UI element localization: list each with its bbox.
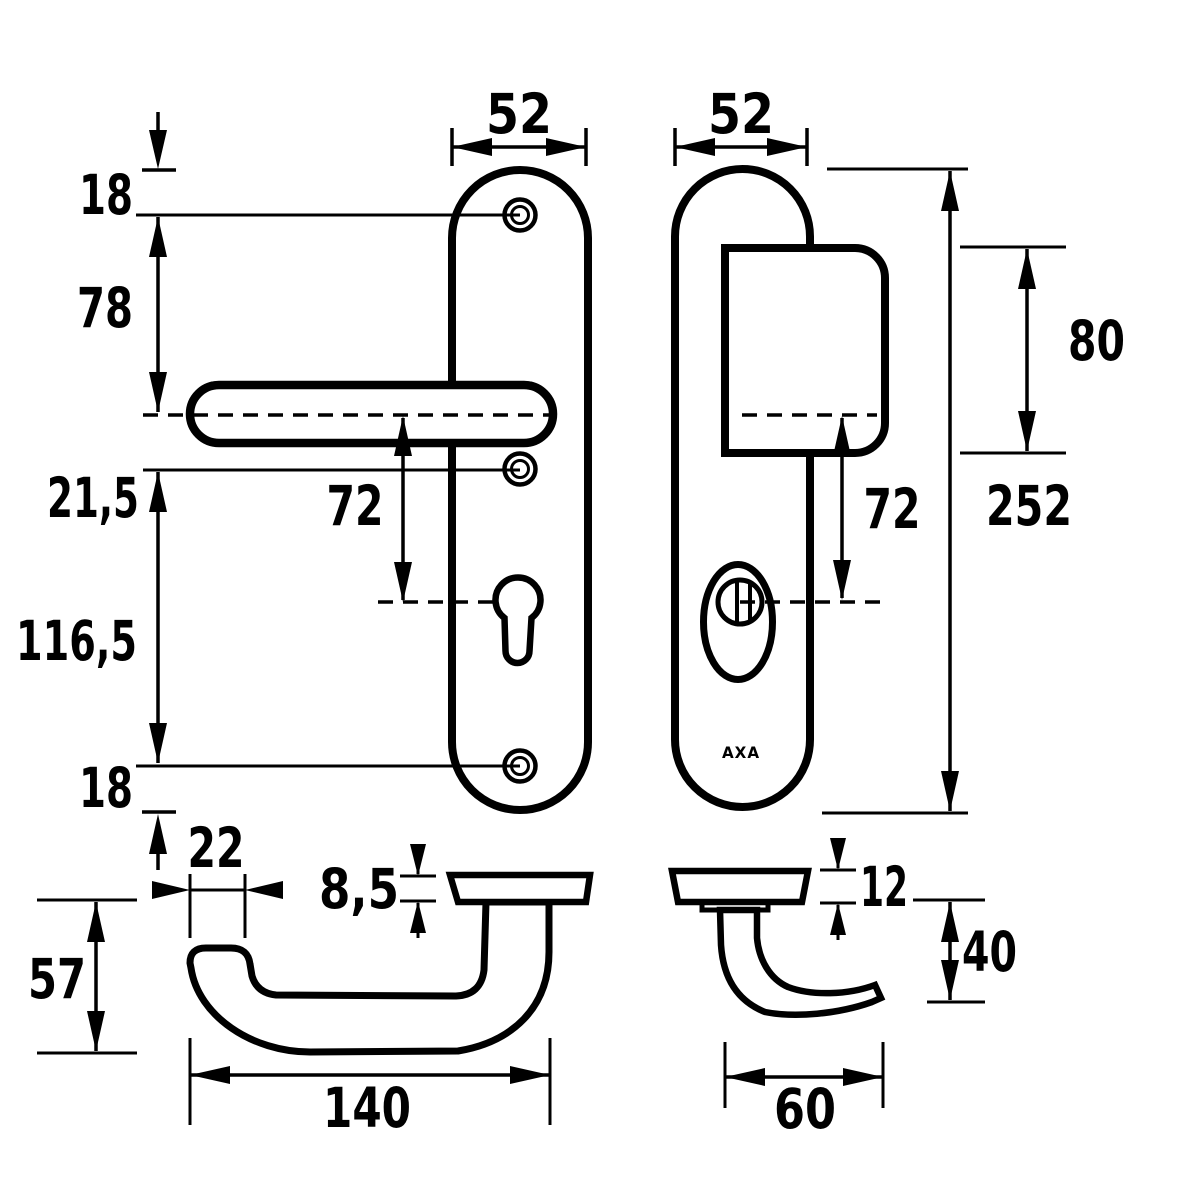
arrowhead-down	[149, 723, 167, 763]
arrowhead-down	[941, 771, 959, 811]
dim-label-80: 80	[1068, 309, 1125, 373]
arrowhead-right	[546, 138, 586, 156]
axa-logo-text: AXA	[722, 743, 760, 762]
arrowhead-left	[452, 138, 492, 156]
dim-label-140: 140	[323, 1076, 411, 1140]
shield-rose-profile	[668, 867, 812, 906]
arrowhead-down	[394, 562, 412, 602]
side-view-security-rose	[668, 867, 886, 1018]
dim-label-72: 72	[864, 477, 921, 541]
dim-label-40: 40	[962, 920, 1017, 984]
arrowhead-down	[149, 130, 167, 169]
dim-label-width: 52	[708, 82, 774, 146]
dimension-60: 60	[723, 1042, 885, 1141]
dim-label-22: 22	[188, 816, 245, 880]
dimension-width-right-52: 52	[673, 82, 809, 166]
dim-label-116-5: 116,5	[16, 609, 137, 673]
arrowhead-down	[149, 372, 167, 412]
dim-label-18-bottom: 18	[79, 756, 133, 820]
dim-label-12: 12	[860, 855, 908, 919]
arrowhead-right	[843, 1068, 883, 1086]
lever-grip-profile	[186, 898, 553, 1056]
arrowhead-right	[152, 881, 190, 899]
handle-cover	[721, 244, 889, 457]
dim-label-18-top: 18	[79, 163, 133, 227]
dim-label-57: 57	[28, 947, 86, 1011]
backplate-outline	[448, 166, 592, 814]
dimension-left-72: 72	[327, 416, 412, 602]
dimension-8-5: 8,5	[319, 844, 436, 938]
dimension-140: 140	[188, 1038, 552, 1140]
dimension-57: 57	[28, 898, 137, 1055]
arrowhead-down	[87, 1011, 105, 1051]
arrowhead-down	[941, 960, 959, 1000]
front-view-handle-plate	[143, 166, 592, 814]
arrowhead-down	[833, 560, 851, 600]
dimension-12: 12	[820, 838, 908, 940]
arrowhead-left	[245, 881, 283, 899]
dim-label-width: 52	[486, 82, 552, 146]
rose-profile	[445, 871, 594, 906]
arrowhead-left	[675, 138, 715, 156]
dimension-right-72: 72	[833, 416, 921, 600]
dim-label-21-5: 21,5	[47, 466, 139, 530]
arrowhead-down	[1018, 411, 1036, 451]
arrowhead-left	[725, 1068, 765, 1086]
dim-label-8-5: 8,5	[319, 857, 399, 921]
dimension-252: 252	[822, 167, 1072, 815]
dim-label-72: 72	[327, 474, 384, 538]
dim-label-60: 60	[774, 1077, 836, 1141]
arrowhead-right	[767, 138, 807, 156]
arrowhead-left	[190, 1066, 230, 1084]
arrowhead-down	[830, 838, 846, 870]
dim-label-252: 252	[986, 474, 1072, 538]
dimension-40: 40	[913, 898, 1017, 1004]
side-view-handle	[186, 871, 594, 1056]
pull-hook-profile	[716, 906, 886, 1018]
dim-label-78: 78	[77, 276, 133, 340]
dimension-chain-left: 18 78 21,5 116,5 18	[16, 112, 520, 870]
front-view-security-plate: AXA	[671, 165, 889, 811]
arrowhead-right	[510, 1066, 550, 1084]
arrowhead-down	[410, 844, 426, 876]
dimension-22: 22	[152, 816, 283, 938]
euro-cylinder-keyhole	[492, 574, 544, 667]
arrowhead-up	[149, 814, 167, 854]
dimension-80: 80	[960, 245, 1125, 455]
dimension-width-left-52: 52	[450, 82, 588, 166]
